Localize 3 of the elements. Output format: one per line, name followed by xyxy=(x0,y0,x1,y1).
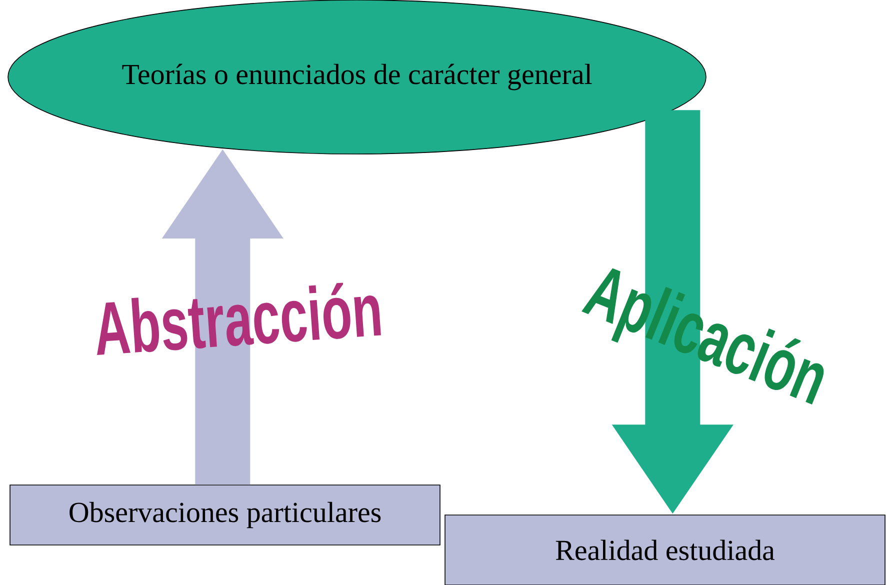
observation-box: Observaciones particulares xyxy=(10,484,440,546)
reality-box: Realidad estudiada xyxy=(444,514,886,585)
edge-label: Abstracción xyxy=(97,282,381,356)
